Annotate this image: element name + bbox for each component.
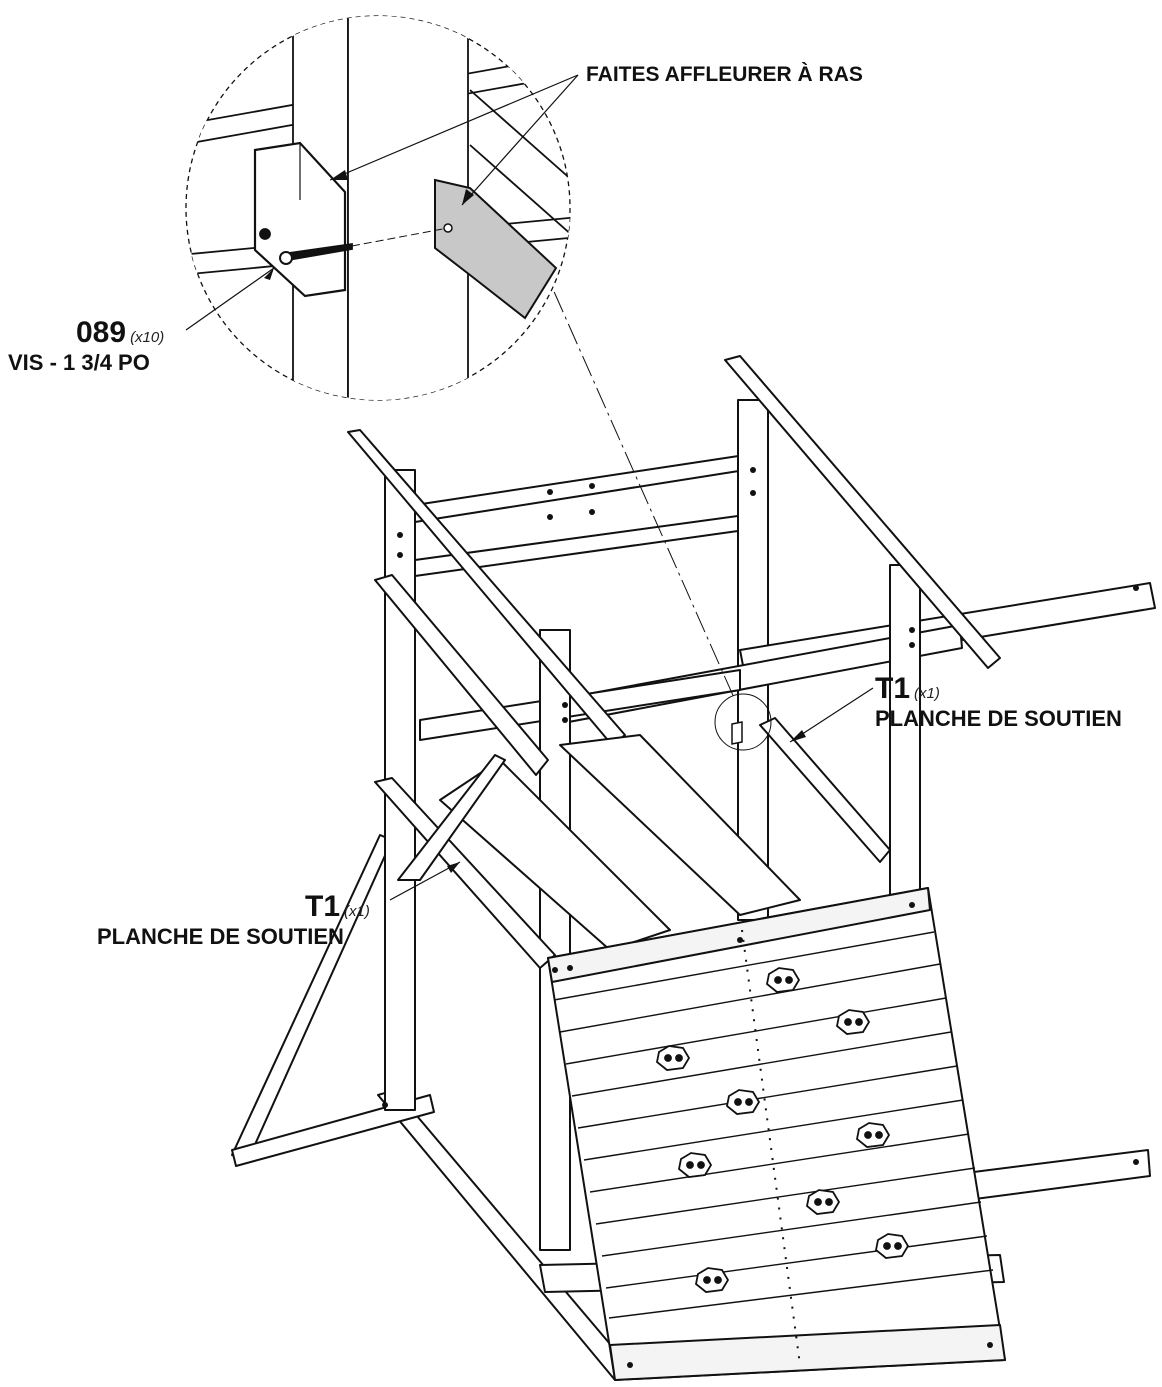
support-right-description: PLANCHE DE SOUTIEN [875,706,1122,731]
climbing-hold [836,1009,871,1035]
climbing-wall [547,887,1006,1381]
climbing-hold [678,1152,713,1178]
arrow-icon [330,170,348,180]
climbing-hold [656,1045,691,1071]
climbing-hold [726,1089,761,1115]
screw-leader [185,267,275,331]
diagonal-brace [397,754,506,881]
flush-leader-1 [329,74,579,181]
support-left-quantity: (x1) [344,903,370,920]
flush-leader-2 [461,74,579,206]
flush-callout-label: FAITES AFFLEURER À RAS [586,63,863,86]
detail-bracket-small [731,721,743,745]
climbing-hold [875,1233,910,1259]
screw-part-number: 089 [76,316,127,349]
top-side-beam-left [347,429,626,746]
arrow-icon [447,862,460,873]
support-right-quantity: (x1) [914,685,940,702]
screw-description: VIS - 1 3/4 PO [8,350,150,375]
screw-callout: 089(x10) VIS - 1 3/4 PO [8,318,164,374]
support-right-part-number: T1 [875,672,911,705]
support-board-right [759,717,891,863]
support-left-description: PLANCHE DE SOUTIEN [97,924,344,949]
arrow-icon [790,730,806,742]
climbing-hold [856,1122,891,1148]
detail-location-circle [714,693,772,751]
ground-rail-right [949,1149,1151,1203]
detail-view [185,15,571,401]
back-top-beam [414,454,746,523]
front-right-post [889,564,921,936]
screw-quantity: (x10) [130,329,165,346]
floor-joist-2 [559,734,801,916]
arrow-icon [462,189,474,205]
climbing-hold [806,1189,841,1215]
top-side-beam-right [724,355,1001,669]
front-left-post [539,629,571,1251]
bolt-holes [382,467,1139,1368]
side-beam-left [374,574,549,776]
support-board-left [374,777,556,969]
a-frame-base [231,1094,435,1167]
support-left-part-number: T1 [305,890,341,923]
support-leader-right [789,687,874,743]
climbing-holds [656,967,910,1293]
support-board-right-callout: T1(x1) PLANCHE DE SOUTIEN [875,674,1122,730]
climbing-hold [695,1267,730,1293]
detail-leader [539,259,736,701]
arrow-icon [264,268,274,280]
climbing-hold [766,967,801,993]
support-board-left-callout: T1(x1) PLANCHE DE SOUTIEN [97,892,370,948]
